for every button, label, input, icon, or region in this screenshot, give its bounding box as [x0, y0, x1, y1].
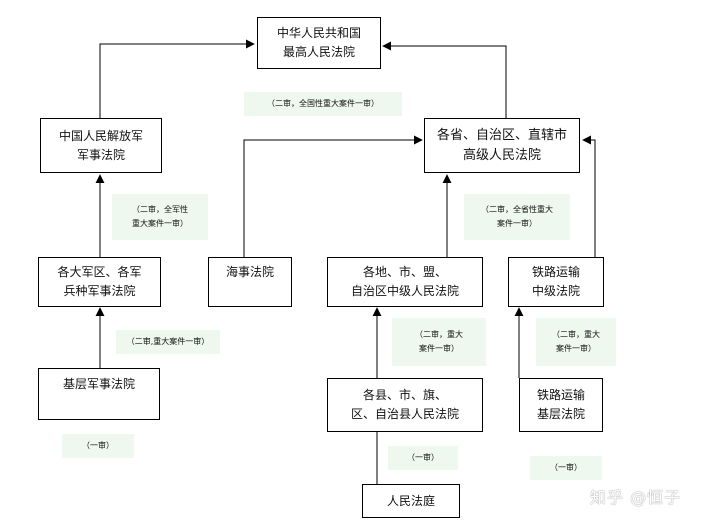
note-basic-text: （一审）	[407, 453, 439, 462]
zhihu-watermark: 知乎 @恒子	[590, 488, 682, 507]
high-court-line1: 各省、自治区、直辖市	[436, 127, 567, 143]
high-court-line2: 高级人民法院	[462, 147, 541, 163]
military-region-line1: 各大军区、各军	[57, 265, 142, 279]
basic-court-line2: 区、自治县人民法院	[350, 407, 459, 421]
pla-court-line2: 军事法院	[76, 147, 125, 162]
arrow-railway-to-high	[582, 135, 596, 257]
note-railway: （二审，重大 案件一审）	[536, 318, 616, 366]
note-basic: （一审）	[388, 446, 458, 470]
note-basic-military: （一审）	[62, 434, 134, 458]
note-province-line1: （二审，全省性重大	[481, 205, 553, 214]
note-railway-line2: 案件一审）	[556, 344, 596, 353]
pla-court-line1: 中国人民解放军	[58, 128, 143, 143]
arrow-pla-to-supreme	[99, 39, 255, 118]
maritime-court-label: 海事法院	[225, 265, 274, 279]
note-intermediate-line2: 案件一审）	[419, 344, 459, 353]
note-national: （二审，全国性重大案件一审）	[244, 92, 402, 116]
basic-military-court-box: 基层军事法院	[38, 368, 160, 420]
military-region-court-box: 各大军区、各军 兵种军事法院	[38, 257, 161, 307]
railway-basic-line1: 铁路运输	[536, 388, 585, 402]
note-railway-basic-text: （一审）	[550, 463, 582, 472]
intermediate-court-line2: 自治区中级人民法院	[350, 284, 459, 298]
note-intermediate-line1: （二审，重大	[415, 330, 463, 339]
note-national-text: （二审，全国性重大案件一审）	[267, 99, 379, 108]
railway-basic-court-box: 铁路运输 基层法院	[519, 378, 603, 432]
note-province: （二审，全省性重大 案件一审）	[464, 194, 570, 240]
note-army-line1: （二审，全军性	[132, 205, 188, 214]
arrow-maritime-to-high	[243, 135, 423, 258]
military-region-line2: 兵种军事法院	[63, 284, 136, 298]
note-basic-military-text: （一审）	[82, 441, 114, 450]
supreme-court-line1: 中华人民共和国	[276, 26, 361, 40]
basic-military-court-label: 基层军事法院	[62, 377, 135, 391]
note-army-line2: 重大案件一审）	[132, 219, 188, 228]
peoples-tribunal-box: 人民法庭	[362, 484, 460, 518]
railway-intermediate-line2: 中级法院	[531, 284, 580, 298]
intermediate-court-box: 各地、市、盟、 自治区中级人民法院	[327, 257, 483, 307]
note-intermediate: （二审，重大 案件一审）	[392, 318, 486, 366]
note-military-region: （二审,重大案件一审）	[116, 330, 220, 354]
note-province-line2: 案件一审）	[497, 219, 537, 228]
supreme-court-line2: 最高人民法院	[282, 45, 355, 59]
intermediate-court-line1: 各地、市、盟、	[362, 265, 447, 279]
basic-court-box: 各县、市、旗、 区、自治县人民法院	[327, 378, 483, 432]
basic-court-line1: 各县、市、旗、	[362, 388, 447, 402]
note-railway-basic: （一审）	[530, 456, 602, 480]
maritime-court-box: 海事法院	[208, 257, 292, 307]
supreme-court-box: 中华人民共和国 最高人民法院	[257, 17, 381, 69]
railway-intermediate-court-box: 铁路运输 中级法院	[508, 257, 604, 307]
arrow-high-to-supreme	[382, 41, 507, 118]
note-military-region-text: （二审,重大案件一审）	[126, 337, 210, 346]
railway-intermediate-line1: 铁路运输	[531, 265, 580, 279]
note-army: （二审，全军性 重大案件一审）	[112, 194, 208, 240]
pla-military-court-box: 中国人民解放军 军事法院	[40, 118, 162, 173]
note-railway-line1: （二审，重大	[552, 330, 600, 339]
high-court-box: 各省、自治区、直辖市 高级人民法院	[424, 118, 580, 173]
peoples-tribunal-label: 人民法庭	[386, 493, 435, 508]
railway-basic-line2: 基层法院	[536, 407, 585, 421]
